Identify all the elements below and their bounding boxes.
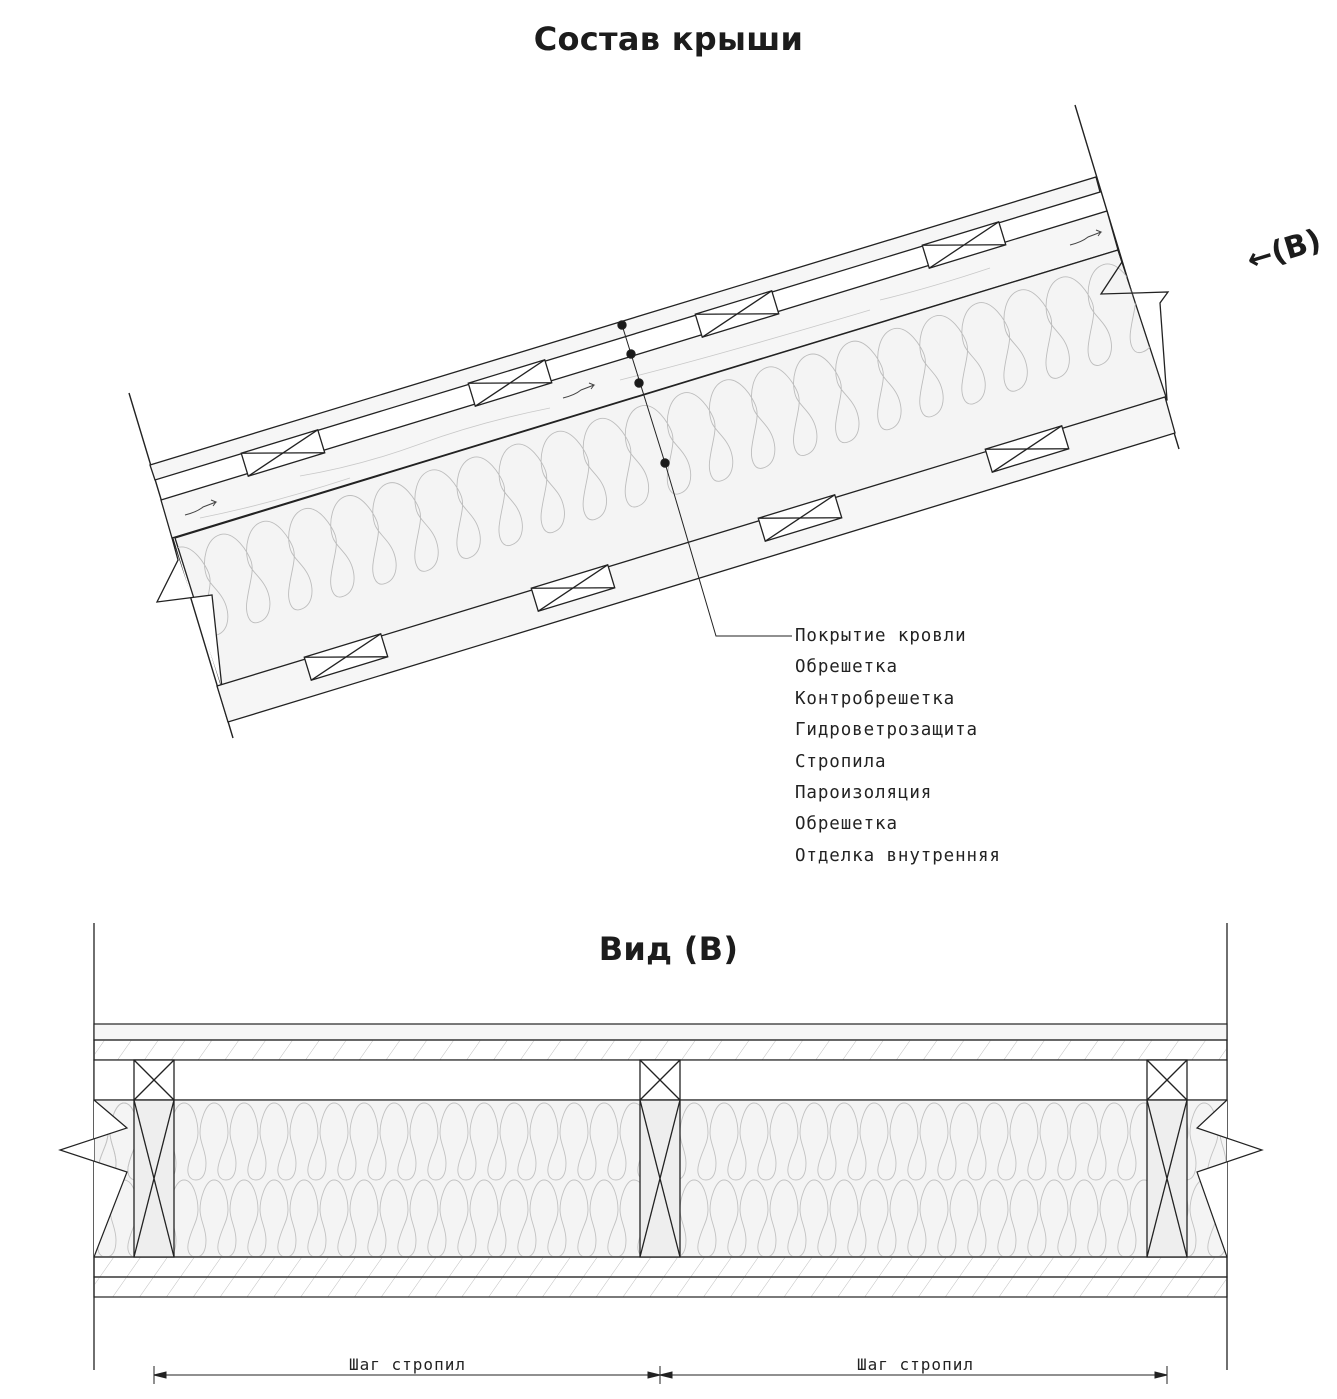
view-lower-batten bbox=[93, 1256, 1228, 1278]
view-inner-finish bbox=[93, 1276, 1228, 1298]
break-line-left bbox=[155, 537, 223, 689]
view-break-left bbox=[58, 1099, 129, 1258]
legend-item: Контробрешетка bbox=[795, 688, 956, 709]
rafters bbox=[133, 1059, 1188, 1258]
legend-item: Покрытие кровли bbox=[795, 626, 967, 646]
legend-item: Гидроветрозащита bbox=[795, 720, 978, 741]
dimension-line bbox=[153, 1366, 1168, 1384]
legend-item: Пароизоляция bbox=[795, 782, 933, 803]
lower-batten-layer bbox=[216, 396, 1176, 723]
dimension-label-left: Шаг стропил bbox=[349, 1355, 466, 1374]
legend-item: Стропила bbox=[795, 751, 887, 772]
section-title: Состав крыши bbox=[533, 20, 804, 58]
dimension-label-right: Шаг стропил bbox=[857, 1355, 974, 1374]
layer-legend: Покрытие кровли Обрешетка Контробрешетка… bbox=[795, 624, 1001, 875]
view-covering bbox=[93, 1023, 1228, 1041]
view-counter-batten bbox=[93, 1039, 1228, 1061]
lower-battens bbox=[303, 425, 1070, 681]
view-title: Вид (В) bbox=[598, 930, 739, 968]
legend-item: Отделка внутренняя bbox=[795, 845, 1001, 866]
top-battens bbox=[240, 221, 1007, 477]
view-break-right bbox=[1195, 1099, 1264, 1258]
airflow-arrows bbox=[184, 229, 1103, 516]
leader-line bbox=[617, 320, 792, 637]
break-line-right bbox=[1099, 249, 1170, 401]
legend-item: Обрешетка bbox=[795, 814, 898, 835]
legend-item: Обрешетка bbox=[795, 657, 898, 678]
